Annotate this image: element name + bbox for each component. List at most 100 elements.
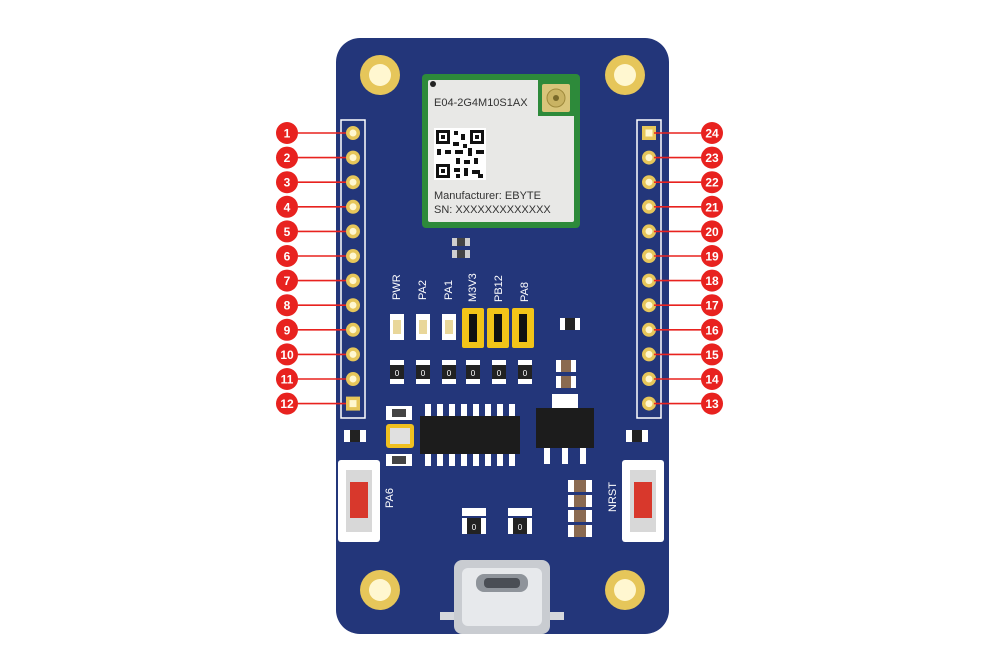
capacitor [452,238,470,258]
header-pin [346,298,360,313]
button-pa6[interactable] [338,460,380,542]
passives-right [556,318,580,388]
header-pin [642,372,656,386]
header-pin [642,126,656,140]
crystal [386,406,414,466]
left-header-outline [340,119,366,419]
header-pin [642,273,656,288]
pin-number: 19 [705,250,719,264]
voltage-regulator [536,394,594,464]
pin-callout: 17 [701,294,723,317]
pin-callout: 9 [276,318,298,341]
pin-callout: 22 [701,171,723,194]
jumpers [462,308,534,348]
pin-callout: 19 [701,245,723,267]
resistor: 0 [442,360,456,384]
header-pin [642,224,656,239]
header-pin [346,347,360,362]
pin-callout: 4 [276,195,298,218]
pin-callout: 2 [276,146,298,169]
pin1-dot [430,81,436,87]
pin-number: 16 [705,323,719,337]
svg-text:0: 0 [523,369,528,378]
qr-code [434,128,486,180]
header-pin [346,396,360,411]
label-pa1: PA1 [443,280,455,300]
pin-callout: 15 [701,343,723,366]
header-pin [642,199,656,214]
led-pa2 [416,314,430,340]
pin-number: 8 [284,299,291,313]
pin-number: 21 [705,200,719,214]
pin-number: 13 [705,397,719,411]
pin-number: 1 [284,127,291,141]
pin-callout: 23 [701,146,723,169]
pin-callout: 3 [276,171,298,194]
module-manufacturer: Manufacturer: EBYTE [434,190,541,202]
module-sn: SN: XXXXXXXXXXXXX [434,204,551,216]
pin-number: 6 [284,250,291,264]
pin-callout: 21 [701,195,723,218]
led-pwr [390,314,404,340]
header-pin [346,150,360,165]
svg-text:0: 0 [471,369,476,378]
header-pin [642,347,656,362]
pin-callout: 16 [701,318,723,341]
header-pin [346,126,360,140]
label-pwr: PWR [391,274,403,300]
module-model: E04-2G4M10S1AX [434,97,528,109]
resistor: 0 [466,360,480,384]
pin-number: 12 [280,397,294,411]
pin-number: 20 [705,225,719,239]
header-pin [346,175,360,190]
pin-callout: 12 [276,392,298,415]
resistor: 0 [492,360,506,384]
right-header-outline [636,119,662,419]
header-pin [642,322,656,337]
header-pin [642,249,656,263]
resistor-row: 0 0 0 0 0 0 [390,360,532,384]
mounting-holes [360,55,645,610]
pin-number: 7 [284,274,291,288]
svg-text:0: 0 [395,369,400,378]
resistor-array [568,480,592,537]
header-pin [346,249,360,263]
pin-callout: 13 [701,392,723,415]
pin-number: 18 [705,274,719,288]
pin-number: 3 [284,176,291,190]
pin-callout: 8 [276,294,298,317]
label-pa2: PA2 [417,280,429,300]
resistor: 0 [416,360,430,384]
jumper-pb12 [487,308,509,348]
pin-number: 10 [280,348,294,362]
jumper-pa8 [512,308,534,348]
pin-number: 4 [284,200,291,214]
header-pin [642,396,656,411]
status-leds [390,314,456,340]
svg-text:0: 0 [421,369,426,378]
label-pa8: PA8 [519,282,531,302]
usb-uart-chip [420,404,520,466]
label-pb12: PB12 [493,275,505,302]
usb-c-connector[interactable] [440,560,564,634]
label-pa6: PA6 [384,488,396,508]
pin-number: 11 [281,373,294,387]
pin-number: 2 [284,151,291,165]
led-pa1 [442,314,456,340]
pin-callout: 20 [701,220,723,243]
resistor: 0 [390,360,404,384]
button-nrst[interactable] [622,460,664,542]
pin-callout: 1 [276,122,298,144]
header-pin [346,322,360,337]
svg-text:0: 0 [472,523,477,532]
pin-number: 14 [705,373,719,387]
pin-callout: 6 [276,245,298,267]
pin-callout: 18 [701,269,723,292]
header-pin [642,175,656,190]
pin-callout: 14 [701,368,723,390]
usb-resistors: 0 0 [462,508,532,534]
pin-callout: 5 [276,220,298,243]
